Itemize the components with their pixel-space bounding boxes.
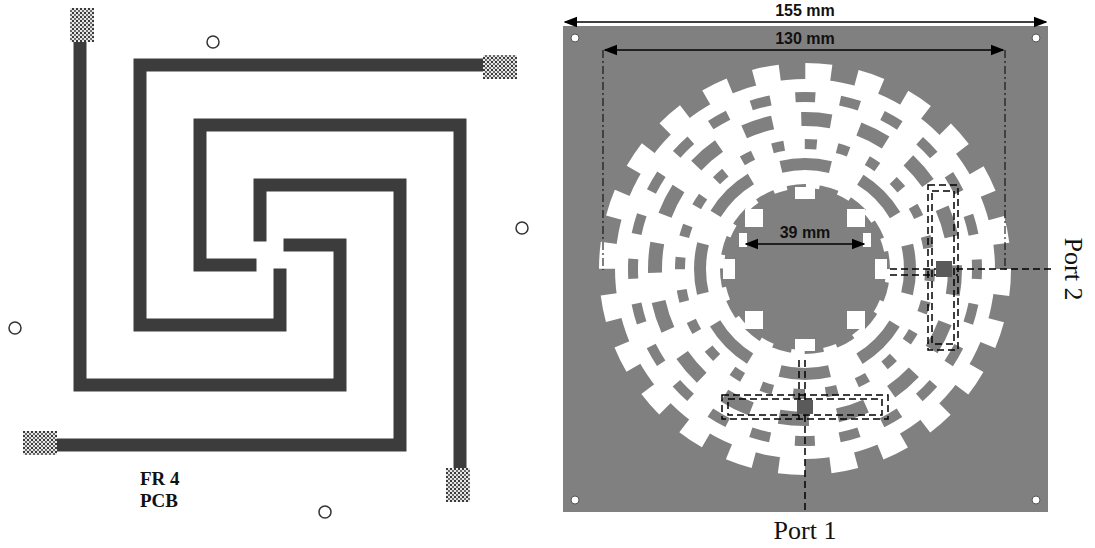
port-feeds bbox=[722, 185, 1052, 514]
port-label: Port 2 bbox=[1058, 238, 1088, 301]
dimension-label: 155 mm bbox=[771, 2, 839, 20]
dimension-lines bbox=[565, 22, 1046, 270]
dimension-label: 130 mm bbox=[771, 30, 839, 48]
fractal-radiator bbox=[608, 72, 1002, 466]
dimension-label: 39 mm bbox=[780, 224, 831, 242]
material-label: FR 4 PCB bbox=[140, 468, 202, 512]
feed-strips bbox=[797, 261, 952, 414]
mounting-holes bbox=[9, 36, 528, 518]
port-label: Port 1 bbox=[774, 516, 837, 546]
spiral-antenna bbox=[23, 8, 517, 502]
